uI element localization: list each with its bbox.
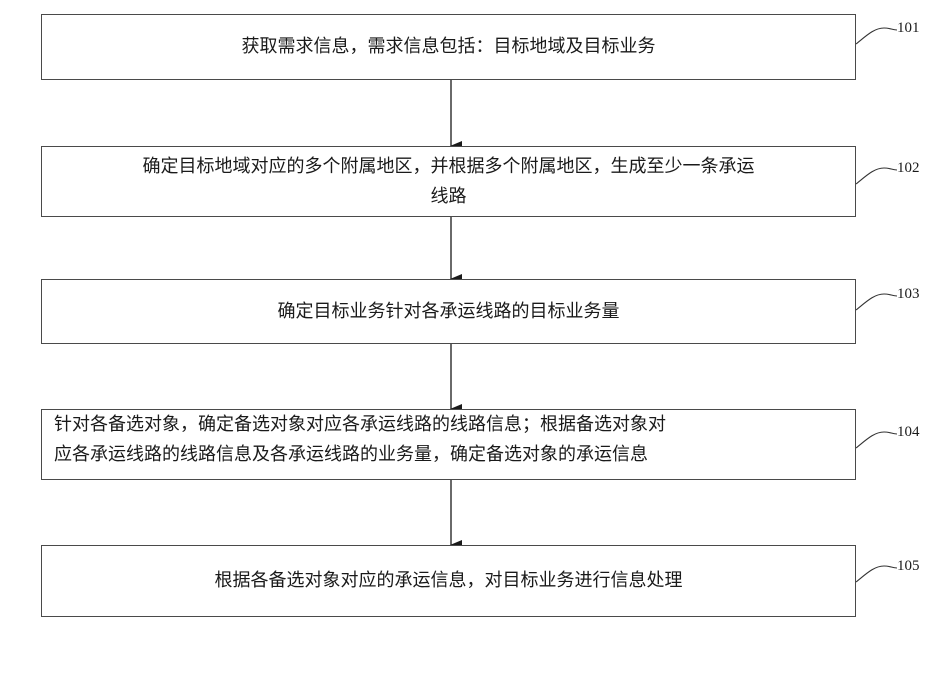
step-text-102-line1: 确定目标地域对应的多个附属地区，并根据多个附属地区，生成至少一条承运 <box>143 152 755 182</box>
step-box-105: 根据各备选对象对应的承运信息，对目标业务进行信息处理 <box>41 545 856 617</box>
step-box-102: 确定目标地域对应的多个附属地区，并根据多个附属地区，生成至少一条承运 线路 <box>41 146 856 217</box>
step-box-103: 确定目标业务针对各承运线路的目标业务量 <box>41 279 856 344</box>
leader-line-104 <box>856 432 897 448</box>
step-text-103: 确定目标业务针对各承运线路的目标业务量 <box>278 297 620 327</box>
leader-line-105 <box>856 566 897 582</box>
leader-line-103 <box>856 294 897 310</box>
step-text-102-line2: 线路 <box>431 182 467 212</box>
step-text-104-line1: 针对各备选对象，确定备选对象对应各承运线路的线路信息；根据备选对象对 <box>54 410 666 440</box>
step-ref-102: 102 <box>897 160 920 177</box>
step-ref-104: 104 <box>897 424 920 441</box>
step-ref-101: 101 <box>897 20 920 37</box>
step-text-104-line2: 应各承运线路的线路信息及各承运线路的业务量，确定备选对象的承运信息 <box>54 440 648 470</box>
step-ref-105: 105 <box>897 558 920 575</box>
step-text-105: 根据各备选对象对应的承运信息，对目标业务进行信息处理 <box>215 566 683 596</box>
leader-line-101 <box>856 28 897 44</box>
step-box-101: 获取需求信息，需求信息包括：目标地域及目标业务 <box>41 14 856 80</box>
step-box-104: 针对各备选对象，确定备选对象对应各承运线路的线路信息；根据备选对象对 应各承运线… <box>41 409 856 480</box>
step-text-101: 获取需求信息，需求信息包括：目标地域及目标业务 <box>242 32 656 62</box>
step-ref-103: 103 <box>897 286 920 303</box>
leader-line-102 <box>856 168 897 184</box>
